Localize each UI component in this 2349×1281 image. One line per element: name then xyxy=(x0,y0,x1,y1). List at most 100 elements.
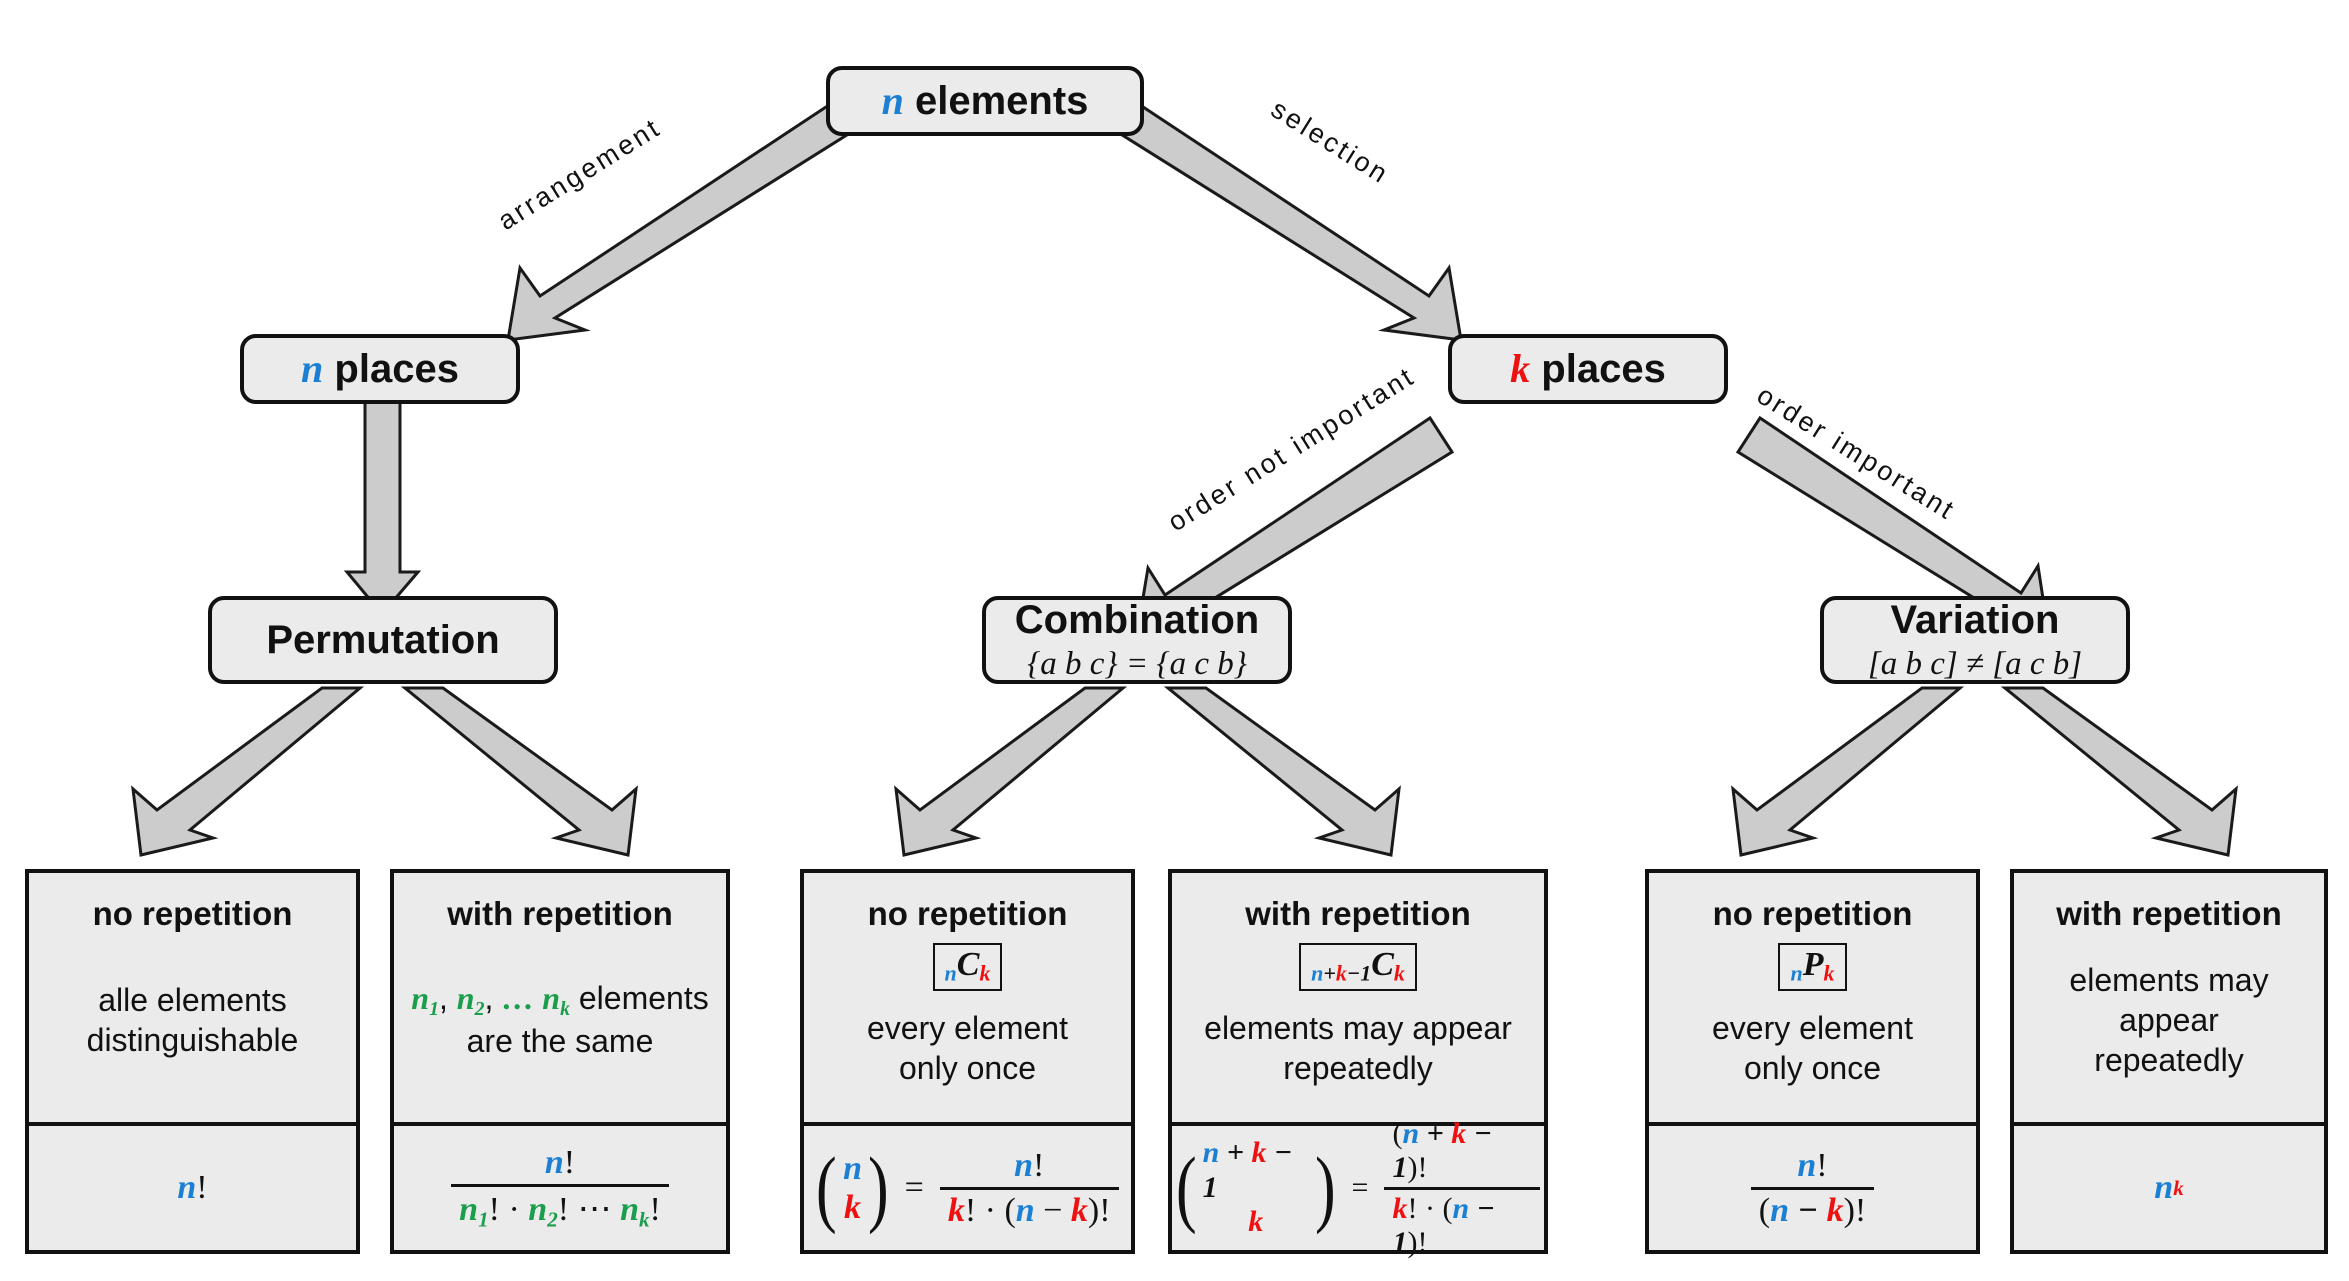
node-n-places-label: places xyxy=(334,347,459,391)
node-combination[interactable]: Combination {a b c} = {a c b} xyxy=(982,596,1292,684)
variable-k: k xyxy=(1248,1205,1264,1239)
fraction-denominator: (n − k)! xyxy=(1750,1186,1875,1230)
arrow-n-places-permutation xyxy=(343,376,422,617)
card-formula: ( n + k − 1 k ) = (n + k − 1)! k! · (n −… xyxy=(1172,1117,1544,1259)
card-heading: no repetition xyxy=(867,895,1068,932)
binomial-coefficient: ( n k ) xyxy=(812,1139,892,1236)
arrow-combination-right xyxy=(1163,686,1401,857)
node-n-places[interactable]: n places xyxy=(240,334,520,404)
card-top: with repetition n+k−1Ck elements may app… xyxy=(1172,873,1544,1122)
equals-sign: = xyxy=(904,1169,924,1206)
binomial-stack: n + k − 1 k xyxy=(1201,1136,1311,1240)
fraction-numerator: n! xyxy=(544,1143,576,1181)
edge-label-arrangement: arrangement xyxy=(492,111,667,236)
node-k-places-title: k places xyxy=(1510,346,1666,392)
card-top: with repetition n1, n2, … nk elements ar… xyxy=(394,873,726,1122)
node-permutation[interactable]: Permutation xyxy=(208,596,558,684)
node-n-elements[interactable]: n elements xyxy=(826,66,1144,136)
node-combination-subtitle: {a b c} = {a c b} xyxy=(1027,645,1247,682)
card-description-line-1: elements may appear xyxy=(2069,961,2269,1038)
card-heading: no repetition xyxy=(92,895,293,932)
card-description-line-2: repeatedly xyxy=(1283,1050,1433,1087)
card-description-line-1: every element xyxy=(1712,1010,1913,1047)
arrow-variation-right xyxy=(2000,686,2238,857)
card-combination-no-repetition[interactable]: no repetition nCk every element only onc… xyxy=(800,869,1135,1254)
variable-k: k xyxy=(1510,346,1531,391)
card-description-line-2: repeatedly xyxy=(2094,1041,2244,1078)
edge-label-order-not-important: order not important xyxy=(1162,360,1421,538)
card-variation-no-repetition[interactable]: no repetition nPk every element only onc… xyxy=(1645,869,1980,1254)
symbol-n2: n2 xyxy=(456,979,485,1020)
card-formula: n! xyxy=(29,1122,356,1250)
arrow-permutation-left xyxy=(131,686,365,857)
card-variation-with-repetition[interactable]: with repetition elements may appear repe… xyxy=(2010,869,2328,1254)
node-n-places-title: n places xyxy=(301,346,459,392)
fraction: (n + k − 1)! k! · (n − 1)! xyxy=(1384,1117,1540,1260)
arrow-arrangement xyxy=(506,101,861,342)
symbol-P: P xyxy=(1802,946,1824,983)
card-heading: no repetition xyxy=(1712,895,1913,932)
paren-right: ) xyxy=(867,1139,889,1236)
variable-k: k xyxy=(1393,960,1405,986)
card-description-line-2: only once xyxy=(899,1050,1036,1087)
card-heading: with repetition xyxy=(1245,895,1471,932)
arrow-combination-left xyxy=(894,686,1128,857)
symbol-C: C xyxy=(1371,946,1394,983)
card-description-line-1: every element xyxy=(867,1010,1068,1047)
card-description-line-1: alle elements xyxy=(98,981,287,1018)
factorial-sign: ! xyxy=(196,1169,208,1206)
node-n-elements-label: elements xyxy=(914,79,1089,123)
variable-k: k xyxy=(979,960,991,986)
fraction-denominator: k! · (n − k)! xyxy=(939,1186,1119,1230)
edge-label-order-important: order important xyxy=(1751,379,1962,527)
arrow-variation-left xyxy=(1731,686,1965,857)
fraction: n! k! · (n − k)! xyxy=(939,1147,1119,1230)
card-combination-with-repetition[interactable]: with repetition n+k−1Ck elements may app… xyxy=(1168,869,1548,1259)
card-description-line-1: elements may appear xyxy=(1204,1010,1512,1047)
card-description: elements may appear repeatedly xyxy=(2024,960,2314,1086)
card-description-line-2: only once xyxy=(1744,1050,1881,1087)
node-n-elements-title: n elements xyxy=(881,78,1089,124)
notation-badge-nCk: nCk xyxy=(932,943,1003,991)
card-top: with repetition elements may appear repe… xyxy=(2014,873,2324,1122)
variable-n: n xyxy=(1790,960,1803,986)
card-permutation-no-repetition[interactable]: no repetition alle elements distinguisha… xyxy=(25,869,360,1254)
node-permutation-title: Permutation xyxy=(266,618,500,662)
variable-n: n xyxy=(881,78,904,123)
variable-n: n xyxy=(843,1149,862,1187)
card-description: elements may appear repeatedly xyxy=(1204,1008,1512,1094)
variable-k: k xyxy=(844,1189,862,1226)
card-top: no repetition nCk every element only onc… xyxy=(804,873,1131,1122)
card-formula: n! (n − k)! xyxy=(1649,1122,1976,1250)
node-variation-subtitle: [a b c] ≠ [a c b] xyxy=(1867,645,2083,682)
fraction: n! (n − k)! xyxy=(1750,1146,1875,1230)
fraction-denominator: k! · (n − 1)! xyxy=(1384,1186,1540,1260)
card-formula: n! n1! · n2! ⋯ nk! xyxy=(394,1122,726,1250)
edge-label-selection: selection xyxy=(1265,93,1396,191)
card-description: n1, n2, … nk elements are the same xyxy=(411,978,708,1068)
fraction: n! n1! · n2! ⋯ nk! xyxy=(451,1144,669,1232)
card-permutation-with-repetition[interactable]: with repetition n1, n2, … nk elements ar… xyxy=(390,869,730,1254)
variable-n: n xyxy=(301,346,324,391)
node-combination-title: Combination xyxy=(1014,597,1260,642)
binomial-stack: n k xyxy=(841,1149,864,1227)
card-formula: ( n k ) = n! k! · (n − k)! xyxy=(804,1122,1131,1250)
badge-subscript: n+k−1 xyxy=(1311,960,1372,986)
fraction-numerator: n! xyxy=(1797,1146,1828,1184)
variable-k: k xyxy=(1823,960,1835,986)
fraction-numerator: (n + k − 1)! xyxy=(1392,1116,1492,1184)
binomial-top: n + k − 1 xyxy=(1202,1136,1293,1204)
arrow-permutation-right xyxy=(400,686,638,857)
node-variation[interactable]: Variation [a b c] ≠ [a c b] xyxy=(1820,596,2130,684)
paren-right: ) xyxy=(1314,1139,1336,1236)
card-description: every element only once xyxy=(867,1008,1068,1094)
notation-badge-npkm1Ck: n+k−1Ck xyxy=(1299,943,1417,991)
symbol-n1: n1 xyxy=(411,979,439,1020)
node-k-places[interactable]: k places xyxy=(1448,334,1728,404)
node-k-places-label: places xyxy=(1541,347,1666,391)
card-description: alle elements distinguishable xyxy=(87,980,299,1066)
symbol-C: C xyxy=(956,946,980,983)
node-variation-title: Variation xyxy=(1890,597,2060,642)
symbol-ellipsis: … nk xyxy=(502,979,570,1020)
